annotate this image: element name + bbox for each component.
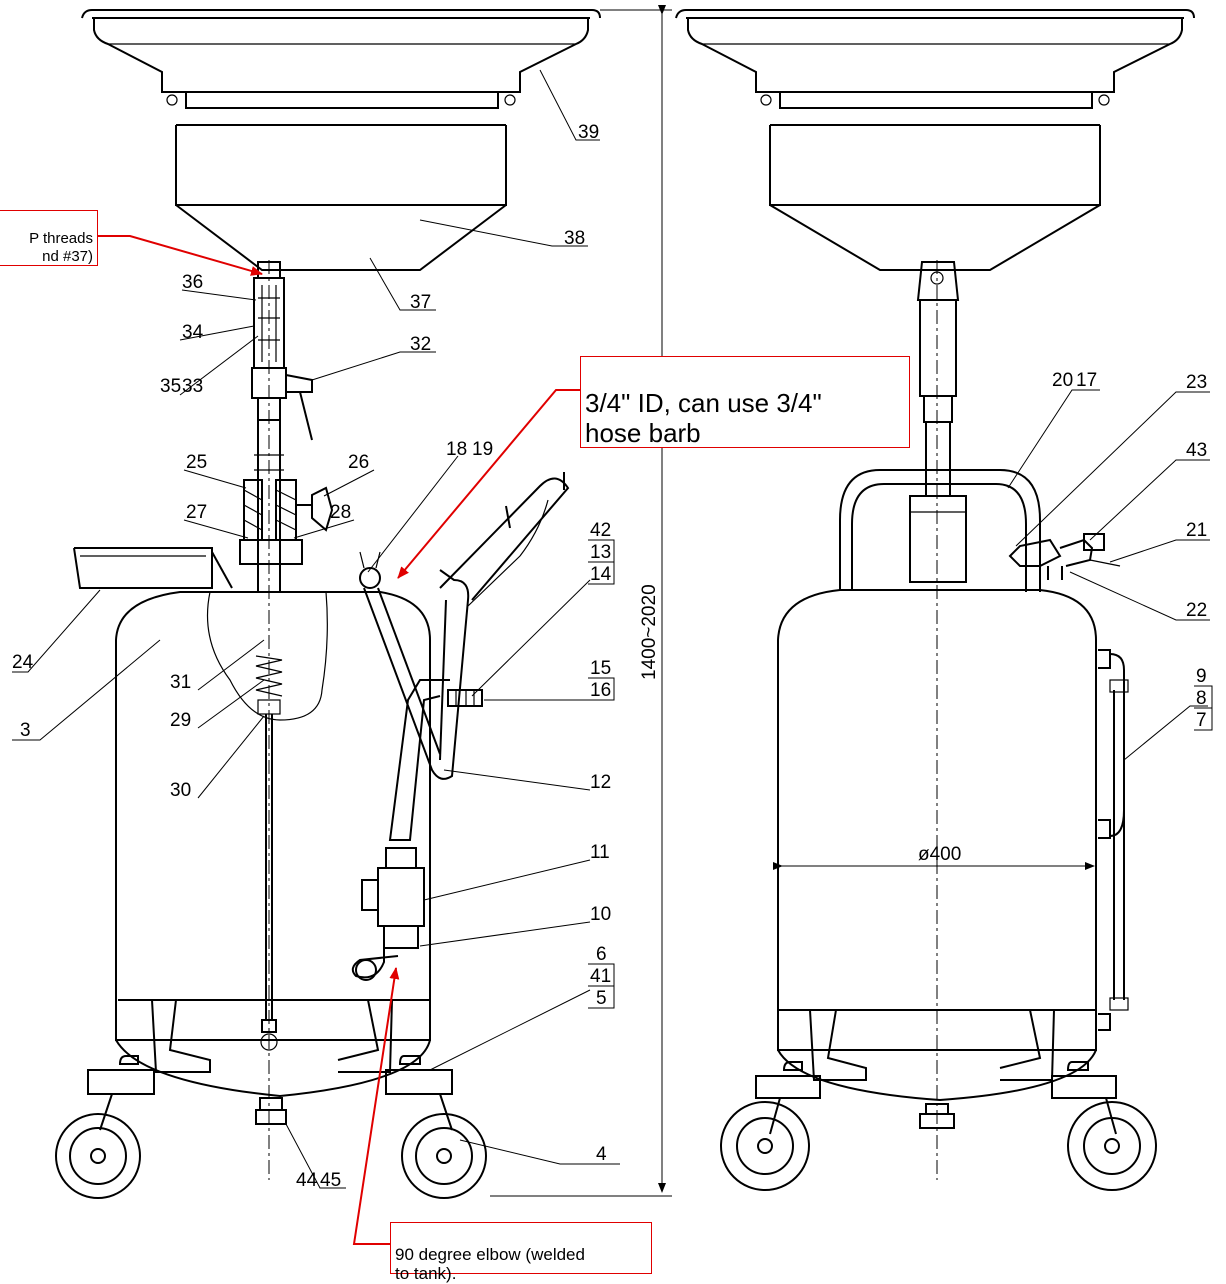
part-label-15: 15 — [590, 658, 611, 679]
part-label-12: 12 — [590, 772, 611, 793]
part-label-38: 38 — [564, 228, 585, 249]
height-range-label: 1400~2020 — [639, 584, 660, 680]
part-label-10: 10 — [590, 904, 611, 925]
part-label-37: 37 — [410, 292, 431, 313]
part-label-19: 19 — [472, 439, 493, 460]
diameter-label: ø400 — [918, 844, 961, 865]
part-label-30: 30 — [170, 780, 191, 801]
part-label-8: 8 — [1196, 688, 1207, 709]
part-label-32: 32 — [410, 334, 431, 355]
part-label-11: 11 — [590, 842, 610, 863]
part-label-45: 45 — [320, 1170, 341, 1191]
part-label-39: 39 — [578, 122, 599, 143]
part-label-13: 13 — [590, 542, 611, 563]
leader-lines — [12, 69, 1210, 1189]
part-label-9: 9 — [1196, 666, 1207, 687]
part-label-17: 17 — [1076, 370, 1097, 391]
part-label-16: 16 — [590, 680, 611, 701]
elbow-callout-text: 90 degree elbow (welded to tank). — [395, 1244, 585, 1284]
part-label-33: 33 — [182, 376, 203, 397]
right-view: ø400 — [675, 9, 1195, 1191]
part-label-23: 23 — [1186, 372, 1207, 393]
part-label-5: 5 — [596, 988, 607, 1009]
part-label-42: 42 — [590, 520, 611, 541]
height-dimension: 1400~2020 — [490, 5, 672, 1197]
part-label-18: 18 — [446, 439, 467, 460]
left-view — [55, 9, 601, 1199]
part-label-41: 41 — [590, 966, 611, 987]
part-label-35: 35 — [160, 376, 181, 397]
part-label-6: 6 — [596, 944, 607, 965]
part-label-3: 3 — [20, 720, 31, 741]
red-annotation-arrows — [98, 235, 580, 1245]
hose-barb-callout-text: 3/4" ID, can use 3/4" hose barb — [585, 387, 822, 448]
part-label-31: 31 — [170, 672, 191, 693]
part-label-43: 43 — [1186, 440, 1207, 461]
part-label-20: 20 — [1052, 370, 1073, 391]
hose-barb-callout: 3/4" ID, can use 3/4" hose barb — [580, 356, 910, 448]
npt-threads-callout: P threads nd #37) — [0, 210, 98, 266]
elbow-callout: 90 degree elbow (welded to tank). — [390, 1222, 652, 1283]
part-number-labels: 39 38 37 36 34 35 33 32 25 26 27 28 18 1… — [12, 122, 1213, 1191]
part-label-25: 25 — [186, 452, 207, 473]
part-label-29: 29 — [170, 710, 191, 731]
part-label-27: 27 — [186, 502, 207, 523]
part-label-44: 44 — [296, 1170, 318, 1191]
part-label-36: 36 — [182, 272, 203, 293]
part-label-4: 4 — [596, 1144, 607, 1165]
npt-threads-callout-text: P threads nd #37) — [29, 230, 93, 265]
part-label-14: 14 — [590, 564, 612, 585]
part-label-26: 26 — [348, 452, 369, 473]
part-label-21: 21 — [1186, 520, 1207, 541]
part-label-28: 28 — [330, 502, 351, 523]
part-label-24: 24 — [12, 652, 34, 673]
part-label-34: 34 — [182, 322, 204, 343]
part-label-7: 7 — [1196, 710, 1207, 731]
part-label-22: 22 — [1186, 600, 1207, 621]
